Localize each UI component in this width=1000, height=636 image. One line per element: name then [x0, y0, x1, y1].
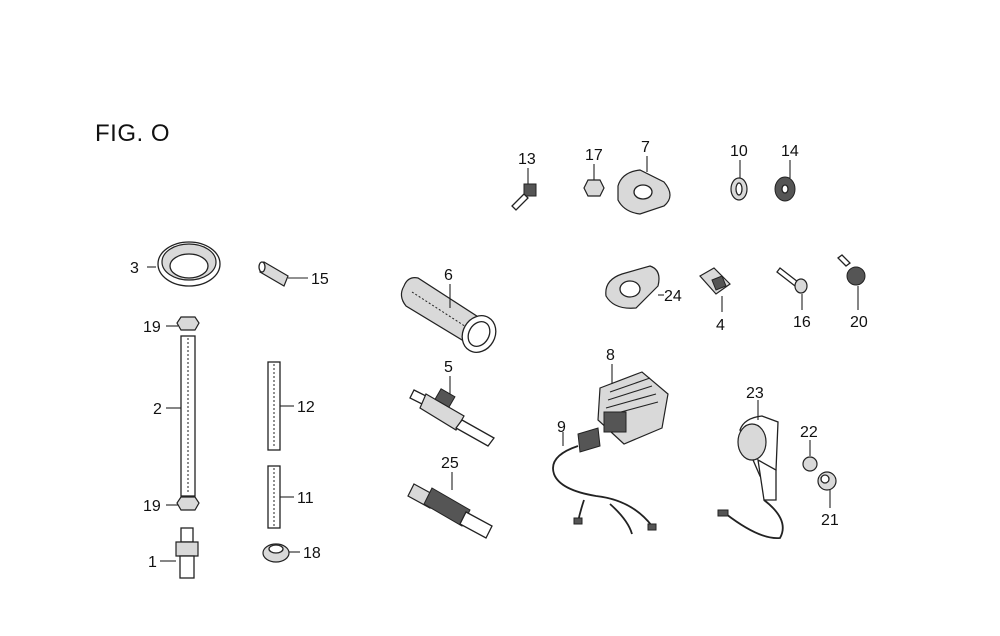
- callout-17: 17: [585, 147, 603, 164]
- callout-1: 1: [148, 554, 157, 571]
- part-3-ring-gasket: [157, 241, 221, 287]
- part-16-screw: [776, 267, 808, 294]
- part-4-clip: [699, 267, 731, 295]
- callout-9: 9: [557, 419, 566, 436]
- callout-13: 13: [518, 151, 536, 168]
- part-7-plate: [617, 169, 671, 215]
- callout-23: 23: [746, 385, 764, 402]
- callout-15: 15: [311, 271, 329, 288]
- part-12-stud: [267, 361, 281, 451]
- part-11-short-stud: [267, 465, 281, 529]
- callout-5: 5: [444, 359, 453, 376]
- callout-19-bottom: 19: [143, 498, 161, 515]
- part-17-nut: [583, 179, 605, 197]
- part-19-nut-bottom: [176, 496, 200, 511]
- part-6-filter: [400, 277, 497, 353]
- callout-10: 10: [730, 143, 748, 160]
- callout-2: 2: [153, 401, 162, 418]
- part-9-wire-connector: [552, 427, 657, 535]
- part-25-switch: [407, 483, 493, 539]
- callout-3: 3: [130, 260, 139, 277]
- part-21-knob: [817, 471, 837, 491]
- callout-22: 22: [800, 424, 818, 441]
- part-13-bolt: [511, 183, 537, 211]
- callout-8: 8: [606, 347, 615, 364]
- part-19-nut-top: [176, 316, 200, 331]
- part-10-washer: [730, 177, 748, 201]
- callout-12: 12: [297, 399, 315, 416]
- callout-11: 11: [297, 490, 314, 507]
- callout-7: 7: [641, 139, 650, 156]
- callout-19-top: 19: [143, 319, 161, 336]
- callout-21: 21: [821, 512, 839, 529]
- part-20-bolt: [837, 254, 866, 286]
- part-22-bushing: [802, 456, 818, 472]
- part-1-fitting: [175, 527, 199, 579]
- part-8-regulator: [597, 371, 669, 445]
- callout-4: 4: [716, 317, 725, 334]
- part-2-long-stud: [180, 335, 196, 497]
- part-18-cap: [262, 543, 290, 563]
- callout-24: 24: [664, 288, 682, 305]
- part-14-lock-washer: [774, 176, 796, 202]
- callout-18: 18: [303, 545, 321, 562]
- part-15-pin: [258, 261, 289, 287]
- part-5-valve: [409, 388, 495, 447]
- callout-14: 14: [781, 143, 799, 160]
- callout-25: 25: [441, 455, 459, 472]
- figure-title: FIG. O: [95, 120, 170, 147]
- callout-6: 6: [444, 267, 453, 284]
- callout-20: 20: [850, 314, 868, 331]
- part-24-gasket: [605, 265, 660, 309]
- part-23-bracket: [717, 415, 784, 539]
- callout-16: 16: [793, 314, 811, 331]
